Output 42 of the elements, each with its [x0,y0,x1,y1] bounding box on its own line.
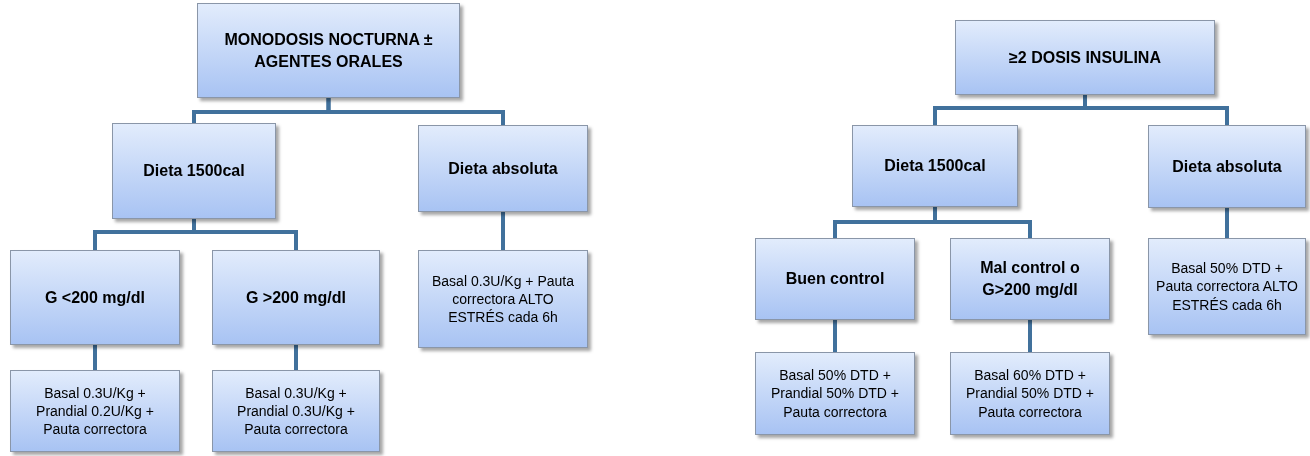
body-text: Basal 50% DTD + Pauta correctora ALTO ESTRÉS cada 6h [1155,259,1299,315]
flow-box [1148,125,1306,208]
heading-text: Buen control [784,269,886,290]
body-text: Basal 0.3U/Kg + Pauta correctora ALTO ESTRÉS cada 6h [430,271,575,328]
connector-line [833,320,837,352]
connector-line [93,345,97,370]
flow-box [955,20,1215,95]
connector-line [1083,95,1229,125]
flow-box [950,352,1110,435]
body-text: Basal 60% DTD + Prandial 50% DTD + Pauta correctora [965,366,1095,422]
flow-box [212,370,380,452]
flow-box [1148,238,1306,335]
flow-box [755,352,915,435]
heading-text: Mal control o G>200 mg/dl [979,258,1081,300]
body-text: Basal 0.3U/Kg + Prandial 0.3U/Kg + Pauta correctora [236,383,356,440]
flow-box [418,125,588,212]
heading-text: MONODOSIS NOCTURNA ± AGENTES ORALES [223,29,434,72]
flow-box [852,125,1018,207]
connector-line [294,345,298,370]
body-text: Basal 50% DTD + Prandial 50% DTD + Pauta correctora [770,366,900,422]
heading-text: ≥2 DOSIS INSULINA [1008,47,1162,68]
heading-text: G <200 mg/dl [43,287,146,308]
flow-box [10,250,180,345]
connector-line [933,207,1032,238]
heading-text: G >200 mg/dl [244,287,347,308]
connector-line [326,98,505,125]
heading-text: Dieta absoluta [1171,156,1283,177]
body-text: Basal 0.3U/Kg + Prandial 0.2U/Kg + Pauta correctora [35,383,155,440]
flow-box [10,370,180,452]
flow-box [950,238,1110,320]
flow-box [112,123,276,219]
heading-text: Dieta 1500cal [883,156,987,177]
flow-box [418,250,588,348]
flow-box [212,250,380,345]
flow-box [755,238,915,320]
connector-line [1225,208,1229,238]
connector-line [1028,320,1032,352]
connector-line [192,219,298,250]
heading-text: Dieta 1500cal [142,161,246,182]
heading-text: Dieta absoluta [447,158,559,179]
flow-box [197,3,460,98]
connector-line [501,212,505,250]
